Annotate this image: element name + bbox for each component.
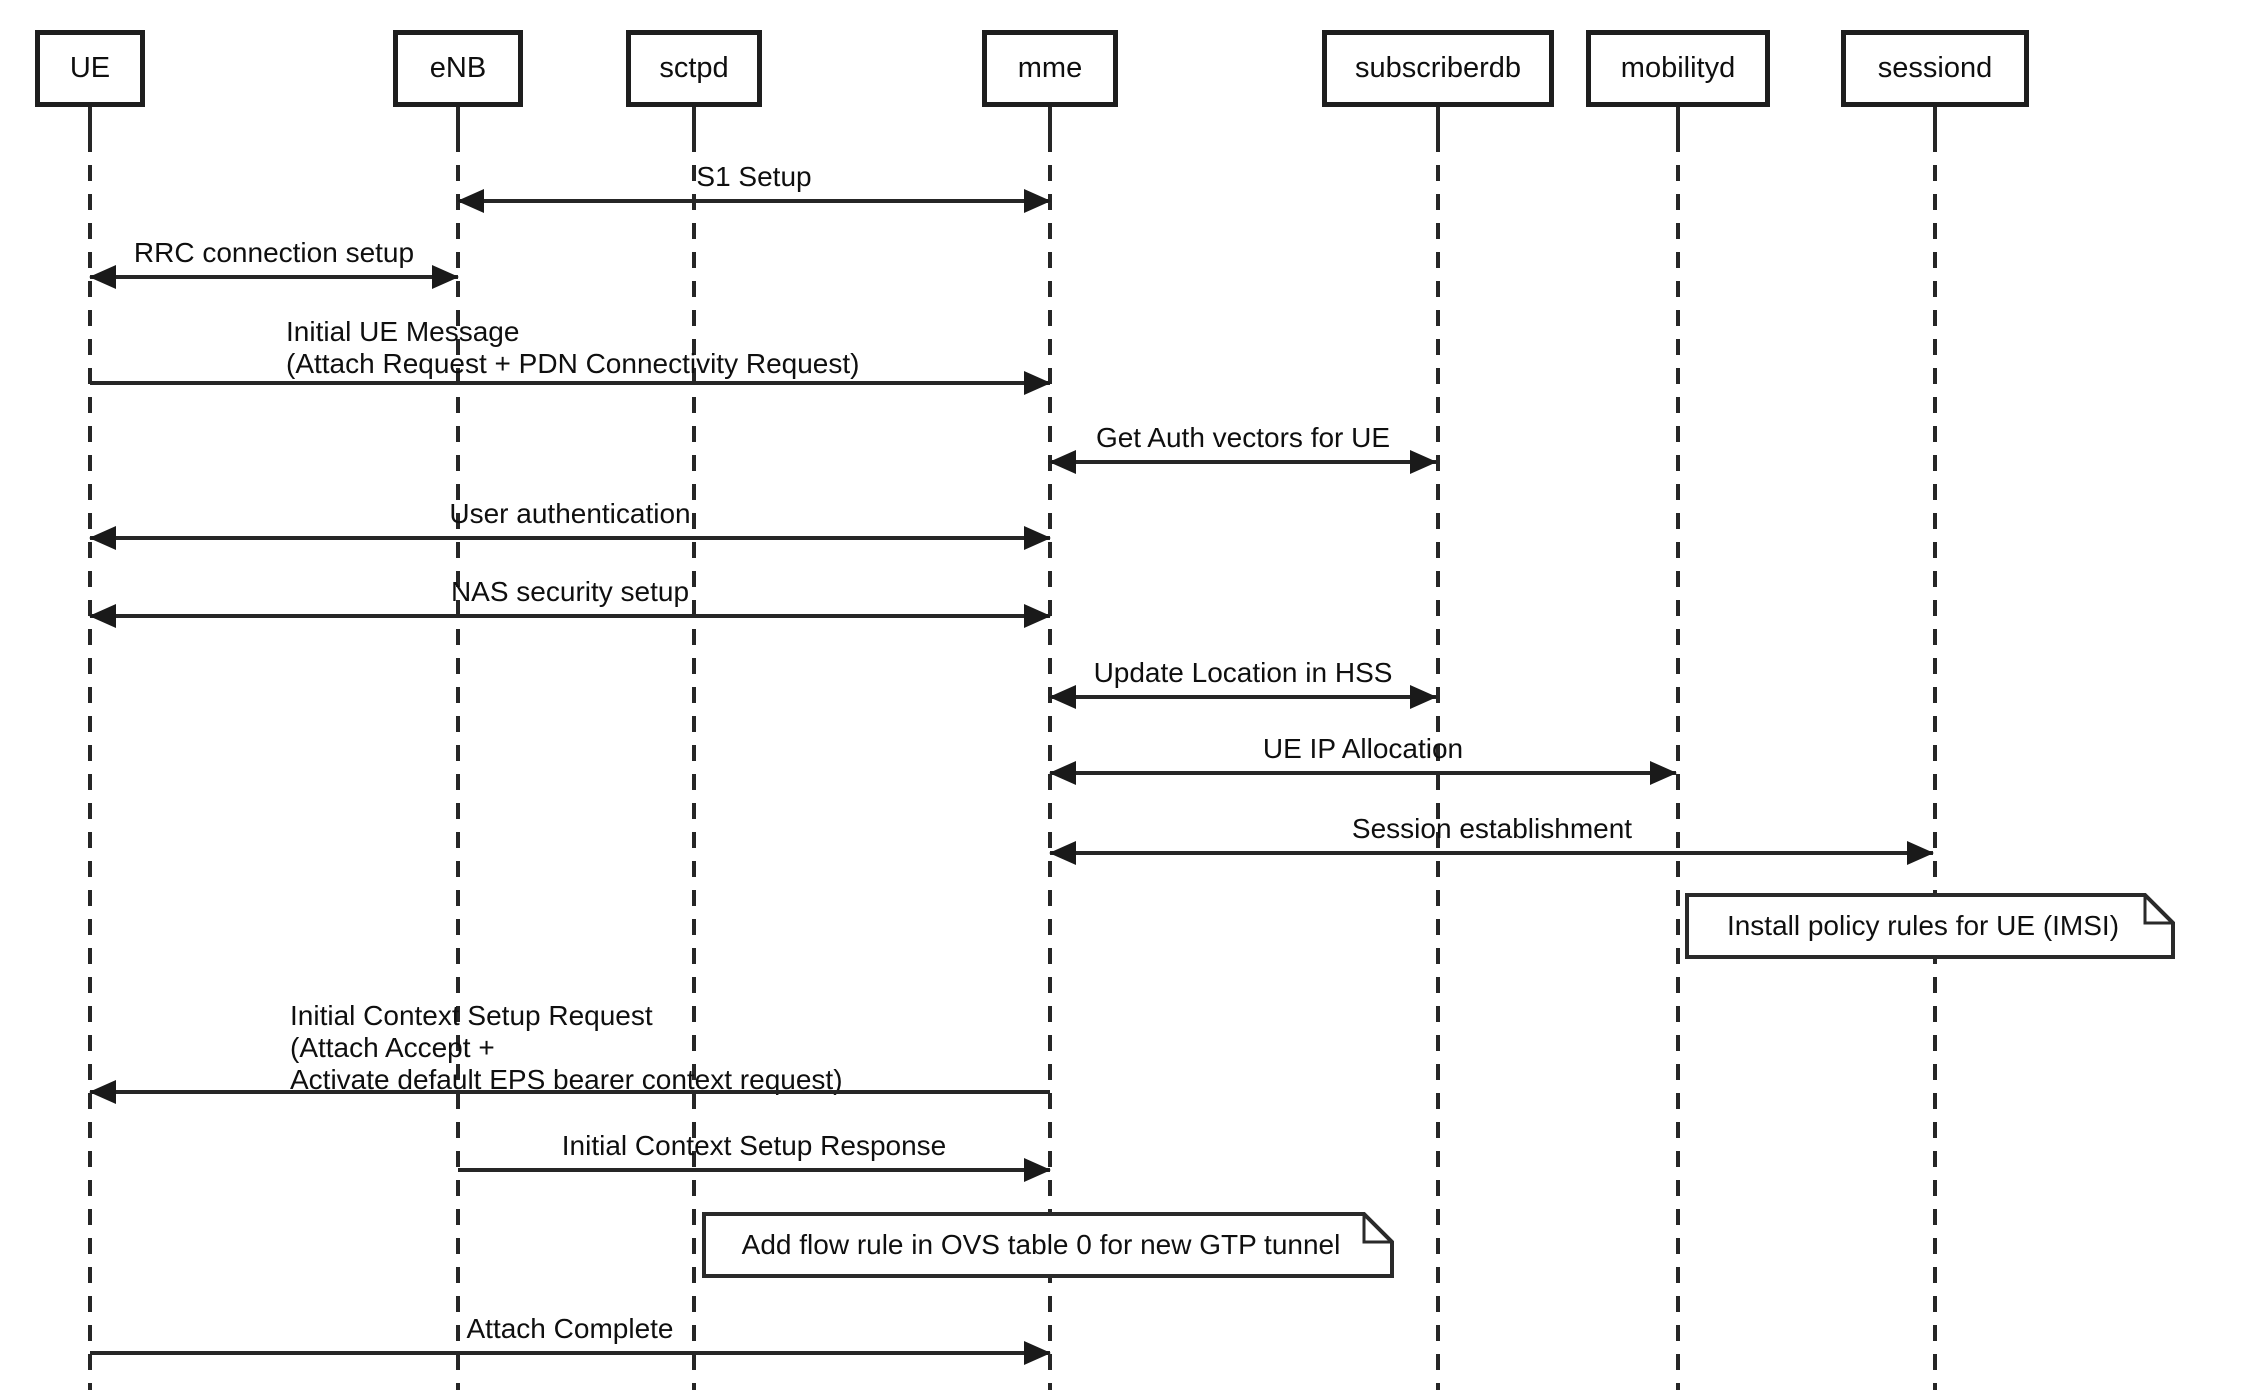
message-label-initial-context-setup-request: Initial Context Setup Request (Attach Ac… bbox=[290, 1000, 843, 1096]
note-label: Add flow rule in OVS table 0 for new GTP… bbox=[741, 1229, 1341, 1260]
actor-label: sctpd bbox=[659, 52, 729, 84]
arrow-s1-setup bbox=[457, 189, 1051, 213]
arrow-attach-complete bbox=[90, 1341, 1051, 1365]
arrowhead-right-icon bbox=[1410, 685, 1437, 709]
note-add-flow-rule: Add flow rule in OVS table 0 for new GTP… bbox=[702, 1212, 1394, 1278]
arrowhead-left-icon bbox=[1049, 761, 1076, 785]
message-line: Activate default EPS bearer context requ… bbox=[290, 1064, 843, 1095]
arrowhead-right-icon bbox=[1024, 526, 1051, 550]
message-label-user-authentication: User authentication bbox=[449, 498, 691, 529]
actor-label: UE bbox=[69, 52, 111, 84]
message-line: (Attach Accept + bbox=[290, 1032, 495, 1063]
arrowhead-left-icon bbox=[89, 265, 116, 289]
lifeline-mme bbox=[1048, 107, 1052, 1390]
message-label-initial-ue-message: Initial UE Message (Attach Request + PDN… bbox=[286, 316, 859, 380]
message-label-initial-context-setup-response: Initial Context Setup Response bbox=[561, 1130, 947, 1161]
message-line: Initial UE Message bbox=[286, 316, 520, 347]
note-label: Install policy rules for UE (IMSI) bbox=[1726, 910, 2120, 941]
actor-subscriberdb: subscriberdb bbox=[1322, 30, 1554, 107]
actor-mobilityd: mobilityd bbox=[1586, 30, 1770, 107]
arrow-user-authentication bbox=[89, 526, 1051, 550]
arrowhead-left-icon bbox=[457, 189, 484, 213]
message-label-s1-setup: S1 Setup bbox=[696, 161, 812, 192]
arrow-initial-context-setup-response bbox=[458, 1158, 1051, 1182]
arrowhead-left-icon bbox=[1049, 450, 1076, 474]
arrowhead-right-icon bbox=[432, 265, 459, 289]
lifeline-sessiond bbox=[1933, 107, 1937, 1390]
arrow-initial-context-setup-request bbox=[89, 1080, 1050, 1104]
note-shape bbox=[1685, 893, 2175, 959]
arrow-nas-security-setup bbox=[89, 604, 1051, 628]
arrowhead-right-icon bbox=[1024, 371, 1051, 395]
note-install-policy-rules: Install policy rules for UE (IMSI) bbox=[1685, 893, 2175, 959]
actor-label: sessiond bbox=[1877, 52, 1993, 84]
message-label-get-auth-vectors: Get Auth vectors for UE bbox=[1095, 422, 1391, 453]
actor-label: subscriberdb bbox=[1354, 52, 1522, 84]
arrowhead-right-icon bbox=[1650, 761, 1677, 785]
actor-sctpd: sctpd bbox=[626, 30, 762, 107]
arrowhead-left-icon bbox=[89, 604, 116, 628]
message-line: Initial Context Setup Request bbox=[290, 1000, 653, 1031]
arrowhead-left-icon bbox=[89, 526, 116, 550]
actor-label: mobilityd bbox=[1620, 52, 1736, 84]
actor-label: mme bbox=[1017, 52, 1083, 84]
message-label-rrc-connection-setup: RRC connection setup bbox=[133, 237, 415, 268]
arrowhead-right-icon bbox=[1024, 1158, 1051, 1182]
arrowhead-left-icon bbox=[1049, 841, 1076, 865]
message-label-ue-ip-allocation: UE IP Allocation bbox=[1262, 733, 1464, 764]
actor-ue: UE bbox=[35, 30, 145, 107]
message-label-session-establishment: Session establishment bbox=[1351, 813, 1633, 844]
arrow-rrc-connection-setup bbox=[89, 265, 459, 289]
arrowhead-right-icon bbox=[1410, 450, 1437, 474]
message-line: (Attach Request + PDN Connectivity Reque… bbox=[286, 348, 860, 379]
arrow-session-establishment bbox=[1049, 841, 1934, 865]
note-shape bbox=[702, 1212, 1394, 1278]
arrowhead-left-icon bbox=[1049, 685, 1076, 709]
arrowhead-left-icon bbox=[89, 1080, 116, 1104]
arrow-ue-ip-allocation bbox=[1049, 761, 1677, 785]
message-label-attach-complete: Attach Complete bbox=[466, 1313, 674, 1344]
arrowhead-right-icon bbox=[1024, 189, 1051, 213]
arrow-initial-ue-message bbox=[90, 371, 1051, 395]
arrow-update-location-hss bbox=[1049, 685, 1437, 709]
message-label-nas-security-setup: NAS security setup bbox=[450, 576, 690, 607]
lifeline-sctpd bbox=[692, 107, 696, 1390]
lifeline-ue bbox=[88, 107, 92, 1390]
arrow-get-auth-vectors bbox=[1049, 450, 1437, 474]
arrowhead-right-icon bbox=[1024, 604, 1051, 628]
lifeline-subscriberdb bbox=[1436, 107, 1440, 1390]
actor-label: eNB bbox=[429, 52, 487, 84]
actor-sessiond: sessiond bbox=[1841, 30, 2029, 107]
arrowhead-right-icon bbox=[1024, 1341, 1051, 1365]
lifeline-enb bbox=[456, 107, 460, 1390]
message-label-update-location-hss: Update Location in HSS bbox=[1093, 657, 1393, 688]
arrowhead-right-icon bbox=[1907, 841, 1934, 865]
actor-enb: eNB bbox=[393, 30, 523, 107]
actor-mme: mme bbox=[982, 30, 1118, 107]
lifeline-mobilityd bbox=[1676, 107, 1680, 1390]
